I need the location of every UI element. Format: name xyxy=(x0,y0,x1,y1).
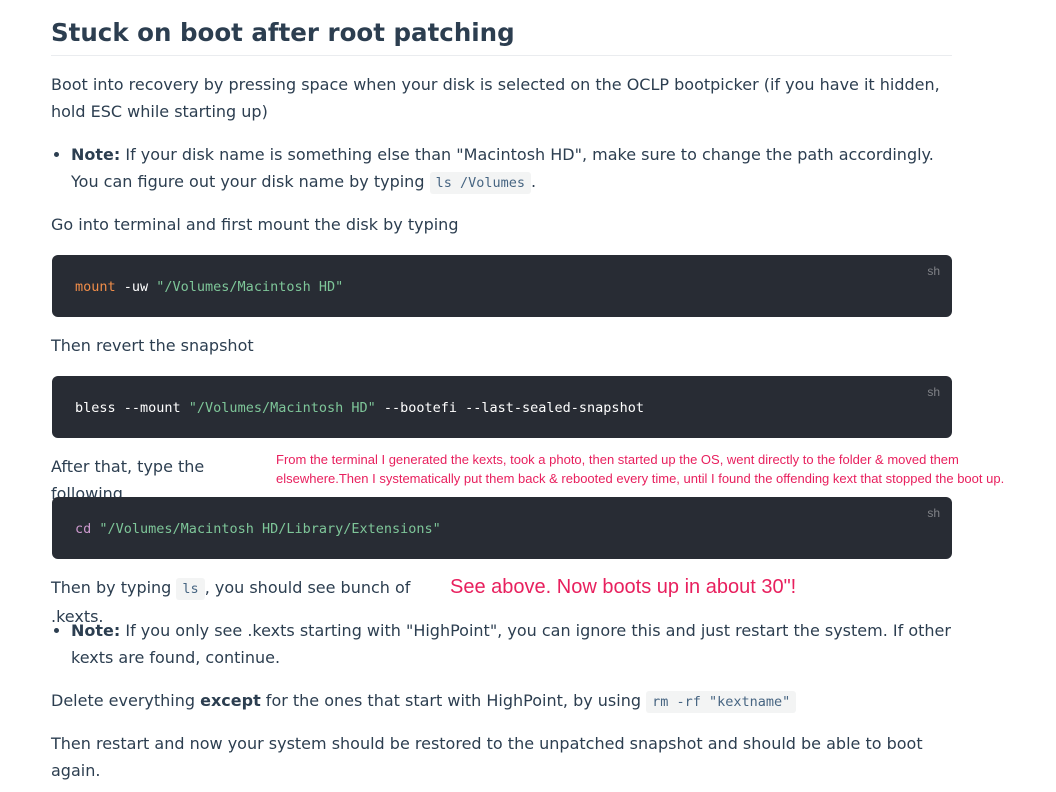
note-item: Note: If you only see .kexts starting wi… xyxy=(71,617,952,671)
step-delete-bold: except xyxy=(200,691,261,710)
code-block-mount[interactable]: sh mount -uw "/Volumes/Macintosh HD" xyxy=(52,255,952,317)
inline-code-rm: rm -rf "kextname" xyxy=(646,691,797,713)
code-line: bless --mount "/Volumes/Macintosh HD" --… xyxy=(75,398,644,418)
note-list-highpoint: Note: If you only see .kexts starting wi… xyxy=(51,617,952,671)
note-label: Note: xyxy=(71,145,121,164)
code-args: -uw xyxy=(115,279,157,295)
step-delete-before: Delete everything xyxy=(51,691,201,710)
code-lang-label: sh xyxy=(927,385,940,399)
code-block-cd[interactable]: sh cd "/Volumes/Macintosh HD/Library/Ext… xyxy=(52,497,952,559)
step-delete-after: for the ones that start with HighPoint, … xyxy=(260,691,647,710)
step-ls-before: Then by typing xyxy=(51,578,177,597)
code-command: mount xyxy=(75,279,116,295)
annotation-note-big: See above. Now boots up in about 30"! xyxy=(450,576,797,598)
step-ls-after: , you should see bunch of .kexts. xyxy=(51,578,411,626)
note-text: If you only see .kexts starting with "Hi… xyxy=(71,621,951,667)
step-revert-text: Then revert the snapshot xyxy=(51,336,254,355)
note-text: If your disk name is something else than… xyxy=(71,145,934,191)
step-ls-text: Then by typing ls, you should see bunch … xyxy=(51,574,441,630)
annotation-line-2: elsewhere.Then I systematically put them… xyxy=(276,471,1005,486)
code-lang-label: sh xyxy=(927,506,940,520)
note-list-disk-name: Note: If your disk name is something els… xyxy=(51,141,952,197)
code-args: --bootefi --last-sealed-snapshot xyxy=(375,400,644,416)
inline-code-ls: ls xyxy=(176,578,205,600)
code-lang-label: sh xyxy=(927,264,940,278)
step-mount-text: Go into terminal and first mount the dis… xyxy=(51,215,459,234)
code-line: cd "/Volumes/Macintosh HD/Library/Extens… xyxy=(75,519,441,539)
code-command: bless --mount xyxy=(75,400,189,416)
note-label: Note: xyxy=(71,621,121,640)
inline-code-ls-volumes: ls /Volumes xyxy=(429,172,531,194)
code-path-string: "/Volumes/Macintosh HD" xyxy=(188,400,376,416)
code-block-bless[interactable]: sh bless --mount "/Volumes/Macintosh HD"… xyxy=(52,376,952,438)
step-restart-text: Then restart and now your system should … xyxy=(51,734,923,780)
annotation-line-1: From the terminal I generated the kexts,… xyxy=(276,452,959,467)
note-text-end: . xyxy=(530,172,537,191)
note-item: Note: If your disk name is something els… xyxy=(71,141,952,197)
step-delete-text: Delete everything except for the ones th… xyxy=(51,687,952,716)
code-path-string: "/Volumes/Macintosh HD" xyxy=(156,279,344,295)
code-path-string: "/Volumes/Macintosh HD/Library/Extension… xyxy=(99,521,441,537)
code-line: mount -uw "/Volumes/Macintosh HD" xyxy=(75,277,343,297)
intro-paragraph: Boot into recovery by pressing space whe… xyxy=(51,75,940,121)
code-command: cd xyxy=(75,521,92,537)
section-heading: Stuck on boot after root patching xyxy=(51,16,952,57)
annotation-note-small: From the terminal I generated the kexts,… xyxy=(276,450,1056,488)
